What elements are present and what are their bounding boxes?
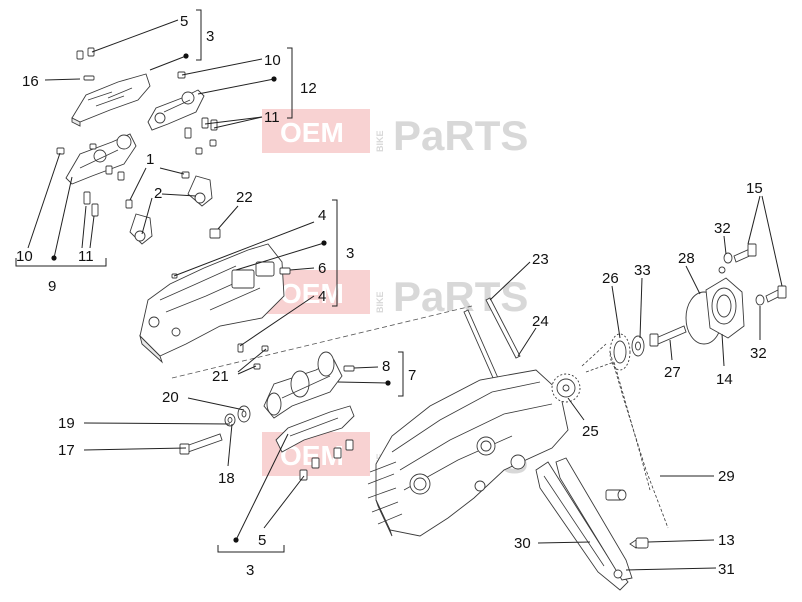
callout-4-lower[interactable]: 4 bbox=[318, 288, 326, 305]
callout-8[interactable]: 8 bbox=[382, 358, 390, 375]
callout-11-top[interactable]: 11 bbox=[264, 109, 280, 126]
callout-3-top[interactable]: 3 bbox=[206, 28, 214, 45]
callout-33[interactable]: 33 bbox=[634, 262, 651, 279]
callout-20[interactable]: 20 bbox=[162, 389, 179, 406]
bolt-27 bbox=[649, 325, 687, 347]
callout-30[interactable]: 30 bbox=[514, 535, 531, 552]
rocker-arm-upper bbox=[147, 71, 205, 131]
callout-19[interactable]: 19 bbox=[58, 415, 75, 432]
sprocket-25 bbox=[551, 373, 581, 403]
watermark-bike-text: BIKE bbox=[375, 130, 385, 152]
callout-1[interactable]: 1 bbox=[146, 151, 154, 168]
callout-15[interactable]: 15 bbox=[746, 180, 763, 197]
watermark-oem-text: OEM bbox=[280, 278, 344, 309]
callout-7[interactable]: 7 bbox=[408, 367, 416, 384]
sprocket-26 bbox=[609, 333, 631, 371]
callout-10-top[interactable]: 10 bbox=[264, 52, 281, 69]
bolt-13 bbox=[629, 537, 649, 549]
watermark-top: OEM BIKE PaRTS bbox=[262, 109, 528, 159]
cover-14 bbox=[705, 266, 745, 339]
callout-29[interactable]: 29 bbox=[718, 468, 735, 485]
callout-16[interactable]: 16 bbox=[22, 73, 39, 90]
timing-chain bbox=[581, 343, 669, 529]
callout-11-left[interactable]: 11 bbox=[78, 248, 94, 265]
callout-31[interactable]: 31 bbox=[718, 561, 735, 578]
washers-18-20 bbox=[224, 405, 251, 427]
callout-17[interactable]: 17 bbox=[58, 442, 75, 459]
callout-5-bottom[interactable]: 5 bbox=[258, 532, 266, 549]
camshaft-cover-lower bbox=[275, 405, 355, 481]
assembly-axis bbox=[171, 305, 473, 379]
cylinder-head-upper bbox=[139, 243, 291, 370]
cylinder-block bbox=[367, 369, 569, 537]
callout-25[interactable]: 25 bbox=[582, 423, 599, 440]
watermark-box bbox=[262, 109, 370, 153]
callout-32-top[interactable]: 32 bbox=[714, 220, 731, 237]
watermark-parts-text: PaRTS bbox=[393, 112, 528, 159]
callout-22[interactable]: 22 bbox=[236, 189, 253, 206]
screws-set-11 bbox=[184, 117, 218, 155]
callout-24[interactable]: 24 bbox=[532, 313, 549, 330]
callout-26[interactable]: 26 bbox=[602, 270, 619, 287]
chain-guide bbox=[535, 457, 633, 591]
callout-labels: 5 3 16 10 12 11 1 2 22 10 11 9 4 3 6 4 2… bbox=[16, 13, 767, 579]
leader-lines bbox=[15, 9, 783, 571]
watermark-oem-text: OEM bbox=[280, 117, 344, 148]
rocker-assembly-left bbox=[56, 133, 137, 217]
callout-3-bottom[interactable]: 3 bbox=[246, 562, 254, 579]
callout-dots bbox=[51, 53, 391, 543]
watermark-bike-text: BIKE bbox=[375, 291, 385, 313]
callout-2[interactable]: 2 bbox=[154, 185, 162, 202]
parts-drawing bbox=[56, 47, 787, 591]
callout-23[interactable]: 23 bbox=[532, 251, 549, 268]
callout-18[interactable]: 18 bbox=[218, 470, 235, 487]
fitting-center bbox=[605, 489, 627, 501]
callout-12[interactable]: 12 bbox=[300, 80, 317, 97]
washer-33 bbox=[631, 335, 645, 357]
callout-10-left[interactable]: 10 bbox=[16, 248, 33, 265]
camshaft-cover-top bbox=[71, 73, 151, 127]
callout-5-top[interactable]: 5 bbox=[180, 13, 188, 30]
callout-13[interactable]: 13 bbox=[718, 532, 735, 549]
watermark-parts-text: PaRTS bbox=[393, 273, 528, 320]
callout-32-bottom[interactable]: 32 bbox=[750, 345, 767, 362]
camshaft bbox=[263, 351, 355, 419]
callout-6[interactable]: 6 bbox=[318, 260, 326, 277]
callout-14[interactable]: 14 bbox=[716, 371, 733, 388]
callout-21[interactable]: 21 bbox=[212, 368, 229, 385]
watermark-middle: OEM BIKE PaRTS bbox=[262, 270, 528, 320]
callout-28[interactable]: 28 bbox=[678, 250, 695, 267]
pin-22 bbox=[209, 228, 221, 239]
callout-27[interactable]: 27 bbox=[664, 364, 681, 381]
callout-3-middle[interactable]: 3 bbox=[346, 245, 354, 262]
callout-4-upper[interactable]: 4 bbox=[318, 207, 326, 224]
screws-top-cover bbox=[76, 47, 95, 81]
bolt-17 bbox=[179, 433, 223, 455]
callout-9[interactable]: 9 bbox=[48, 278, 56, 295]
